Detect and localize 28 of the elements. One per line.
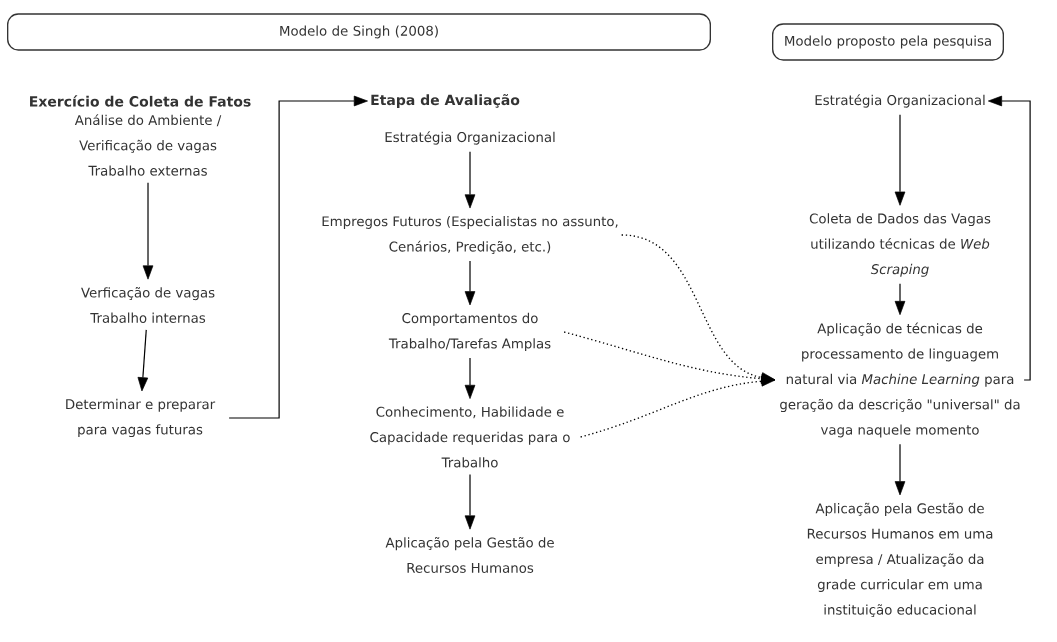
step-text: Coleta de Dados das Vagas utilizando técnicas de Web Scraping (809, 213, 991, 277)
step-text: Aplicação pela Gestão de Recursos Humanos em uma empresa / Atualização da grade curricular em uma instituição educacional (807, 502, 993, 618)
heading-box: Modelo de Singh (2008) (7, 13, 711, 51)
arrow (142, 182, 154, 280)
arrow (464, 357, 476, 399)
heading-box: Modelo proposto pela pesquisa (772, 23, 1004, 61)
step-text: Análise do Ambiente / Verificação de vagas Trabalho externas (74, 114, 222, 176)
step-text: Conhecimento, Habilidade e Capacidade requeridas para o Trabalho (370, 406, 570, 468)
elbow-arrow (228, 95, 368, 419)
dotted-curved-arrow (579, 376, 776, 438)
step-text: Comportamentos do Trabalho/Tarefas Amplas (388, 312, 551, 352)
step-text: Empregos Futuros (Especialistas no assunto, Cenários, Predição, etc.) (322, 215, 618, 254)
step-text: Verficação de vagas Trabalho internas (81, 287, 215, 323)
arrow (464, 260, 476, 306)
arrow (464, 151, 476, 209)
arrow (894, 283, 906, 316)
section-heading: Etapa de Avaliação (371, 94, 520, 108)
arrow (464, 473, 476, 530)
arrow (137, 329, 149, 392)
step-text: Determinar e preparar para vagas futuras (66, 398, 216, 438)
step-text: Aplicação pela Gestão de Recursos Humanos (385, 537, 554, 573)
arrow (894, 443, 906, 496)
loop-arrow (988, 95, 1031, 381)
section-heading: Exercício de Coleta de Fatos (30, 95, 251, 107)
step-text: Aplicação de técnicas de processamento de linguagem natural via Machine Learning para geração da descrição "universal" da vaga naquele momento (780, 322, 1020, 438)
step-text: Estratégia Organizacional (815, 94, 985, 108)
arrow (894, 114, 906, 206)
step-text: Estratégia Organizacional (385, 131, 555, 145)
